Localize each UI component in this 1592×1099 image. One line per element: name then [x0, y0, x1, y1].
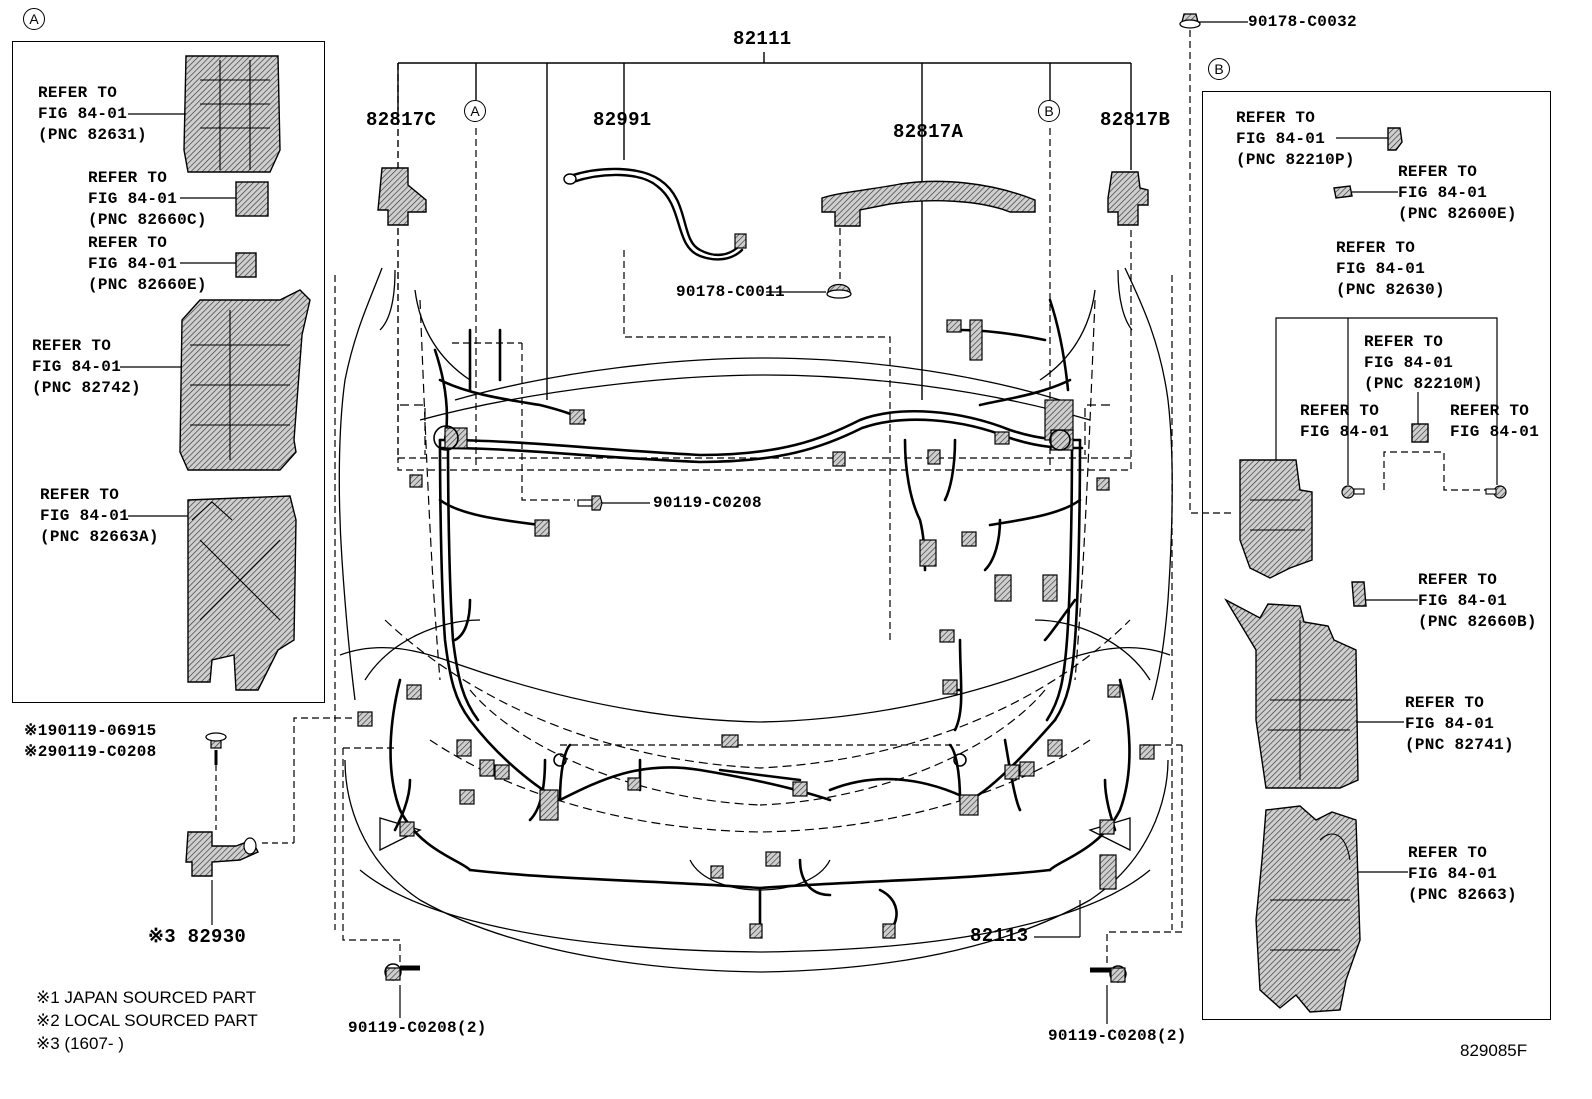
section-a-box [12, 41, 325, 703]
part-82111: 82111 [733, 28, 792, 50]
connector-82991 [734, 233, 747, 249]
terminal-82991 [563, 173, 577, 185]
part-90178-C0011: 90178-C0011 [676, 283, 785, 301]
relay-82660E [235, 252, 257, 278]
part-90119-C0208-2-left: 90119-C0208(2) [348, 1019, 487, 1037]
section-b-details [1250, 499, 1352, 951]
section-b-screws [1341, 485, 1507, 499]
part-90119-06915: ※190119-06915 [24, 722, 157, 740]
note-1: ※1 JAPAN SOURCED PART [36, 988, 257, 1007]
section-b-marker: B [1208, 58, 1230, 80]
wire-harness [389, 298, 1131, 932]
body-marker-a: A [464, 100, 486, 122]
bolt-90119-C0208 [577, 495, 603, 511]
relay-82600E [1333, 185, 1353, 199]
section-b-leaders [1275, 137, 1498, 873]
bolt-bottom-left [384, 963, 420, 1018]
relay-block-82630 [1239, 459, 1313, 579]
part-90119-C0208-2-right: 90119-C0208(2) [1048, 1027, 1187, 1045]
bolt-bottom-right [1090, 965, 1127, 1024]
section-b-components [1224, 127, 1429, 1013]
clip-90178-C0011 [826, 283, 852, 299]
part-82817B: 82817B [1100, 109, 1171, 131]
cover-82663 [1255, 805, 1361, 1013]
part-90119-C0208: 90119-C0208 [653, 494, 762, 512]
relay-82660C [235, 181, 269, 217]
part-90178-C0032: 90178-C0032 [1248, 13, 1357, 31]
section-a-leaders [120, 113, 236, 517]
part-82991: 82991 [593, 109, 652, 131]
connectors [357, 319, 1155, 939]
part-90119-C0208-s2: ※290119-C0208 [24, 743, 157, 761]
clip-90178-C0032 [1179, 13, 1201, 29]
note-2: ※2 LOCAL SOURCED PART [36, 1011, 258, 1030]
leader-82111 [397, 52, 1132, 460]
clamp-82817C [377, 167, 427, 226]
wire-82991 [568, 167, 744, 261]
relay-block-82631 [183, 55, 281, 173]
note-3: ※3 (1607- ) [36, 1034, 124, 1053]
part-82113: 82113 [970, 925, 1029, 947]
grommets [433, 425, 1071, 767]
relay-82210M [1411, 423, 1429, 443]
cover-82663A [187, 495, 297, 691]
part-82817A: 82817A [893, 121, 964, 143]
body-marker-b: B [1038, 100, 1060, 122]
relay-block-82741 [1224, 598, 1359, 789]
figure-id: 829085F [1460, 1041, 1528, 1060]
sensor-82930 [185, 732, 294, 925]
section-a-details [190, 60, 290, 621]
vehicle-body-outline [338, 267, 1173, 973]
section-a-marker: A [23, 8, 45, 30]
clamp-82817B [1107, 171, 1149, 226]
part-82817C: 82817C [366, 109, 437, 131]
part-82930: ※3 82930 [148, 926, 247, 948]
section-b-box [1202, 91, 1551, 1020]
leader-solid-lines [602, 21, 1248, 504]
clamp-82817A [821, 180, 1036, 227]
clamps [377, 167, 1149, 227]
relay-82660B [1351, 581, 1367, 607]
relay-82210P [1387, 127, 1403, 151]
body-dashed [384, 299, 1131, 833]
